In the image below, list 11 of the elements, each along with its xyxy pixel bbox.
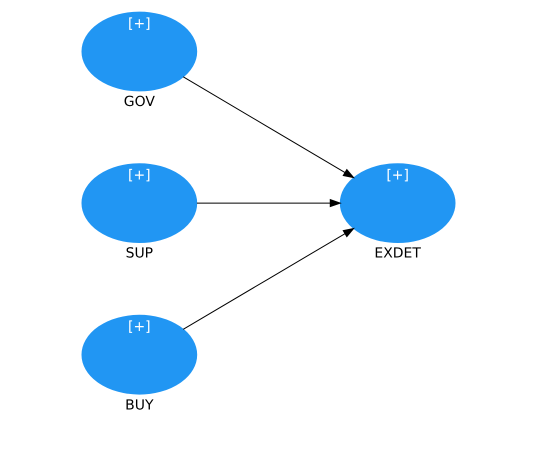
arrow [182, 76, 354, 178]
node-ellipse: [+] [339, 163, 455, 243]
node-ellipse: [+] [81, 12, 197, 92]
node-label: BUY [124, 397, 153, 414]
node-ellipse: [+] [81, 314, 197, 395]
node-label: GOV [123, 94, 154, 110]
arrow [196, 198, 342, 208]
arrow [182, 228, 354, 330]
node-ellipse: [+] [81, 163, 197, 243]
node-label: SUP [125, 246, 153, 262]
node-label: EXDET [374, 246, 420, 262]
